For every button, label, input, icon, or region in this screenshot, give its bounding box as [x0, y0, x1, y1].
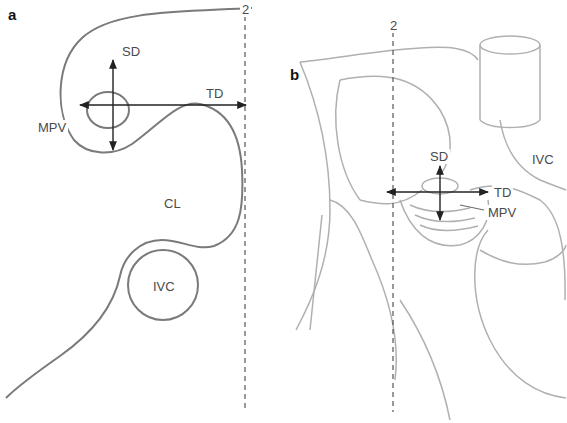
section-line [244, 16, 245, 412]
dimension-arrow [80, 104, 246, 105]
structure-label: IVC [151, 279, 177, 294]
structure-label: MPV [486, 205, 518, 220]
structure-label: MPV [36, 120, 68, 135]
structure-label: IVC [530, 152, 556, 167]
structure-label: CL [162, 196, 183, 211]
dimension-arrow [439, 166, 440, 220]
leader-line [460, 205, 484, 210]
panel-letter: a [6, 6, 18, 23]
dimension-label: SD [428, 149, 450, 164]
dimension-label: TD [492, 185, 513, 200]
panel-b-outline [296, 36, 566, 420]
panel-a-outline [6, 8, 252, 398]
dimension-arrow [387, 191, 488, 192]
section-number: 2 [240, 2, 251, 17]
dimension-label: TD [204, 86, 225, 101]
section-number: 2 [388, 18, 399, 33]
dimension-label: SD [120, 44, 142, 59]
section-line [392, 32, 393, 412]
panel-letter: b [288, 66, 301, 83]
